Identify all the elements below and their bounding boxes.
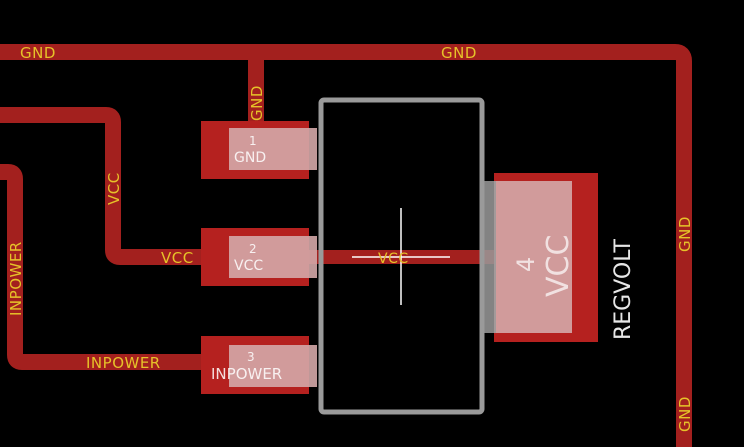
pad-1-overlay (229, 128, 317, 170)
tab-connection (482, 181, 496, 333)
vcc-trace[interactable] (0, 107, 260, 265)
pad-4-overlay (494, 181, 572, 333)
component-name: REGVOLT (611, 239, 636, 340)
pad-1-number: 1 (249, 134, 257, 148)
pad-3-name: INPOWER (211, 365, 282, 383)
net-label-vcc-body: VCC (378, 251, 409, 267)
pad-4-number: 4 (512, 257, 540, 272)
pad-2-overlay (229, 236, 317, 278)
net-label-gnd-top-left: GND (20, 44, 56, 62)
pad-4-name: VCC (541, 235, 576, 297)
pad-3-number: 3 (247, 350, 255, 364)
net-label-gnd-right-lower: GND (676, 396, 694, 432)
pad-2-name: VCC (234, 258, 263, 274)
net-label-gnd-right-upper: GND (676, 216, 694, 252)
gnd-trace-main[interactable] (0, 44, 692, 447)
net-label-vcc-vertical: VCC (105, 172, 123, 205)
pad-2-number: 2 (249, 242, 257, 256)
net-label-gnd-top-center: GND (441, 44, 477, 62)
inpower-trace[interactable] (0, 164, 260, 370)
pad-1-name: GND (234, 150, 266, 166)
net-label-inpower-vertical: INPOWER (7, 241, 25, 316)
pad-3-overlay (229, 345, 317, 387)
net-label-vcc-horizontal: VCC (161, 249, 194, 267)
net-label-gnd-stub: GND (248, 85, 266, 121)
net-label-inpower-horizontal: INPOWER (86, 354, 161, 372)
